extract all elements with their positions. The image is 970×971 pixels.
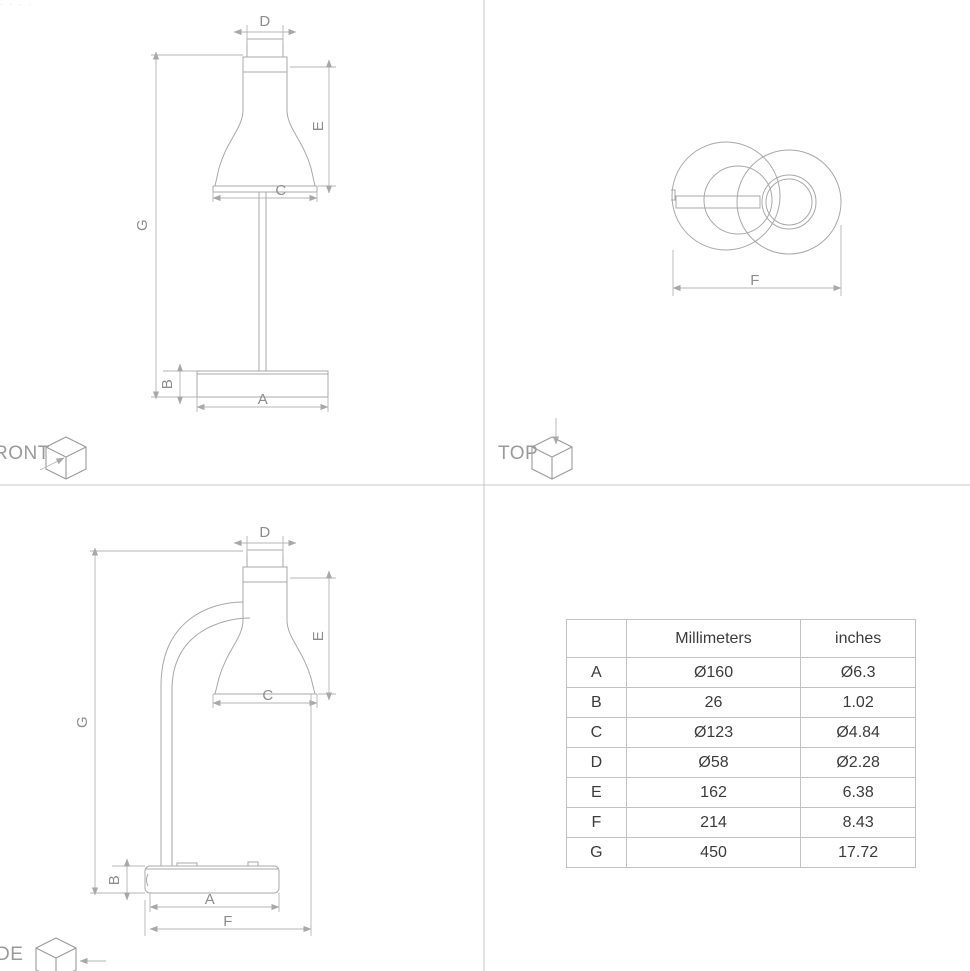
- table-cell-key: G: [566, 837, 627, 868]
- table-header-row: Millimeters inches: [566, 619, 916, 658]
- view-label-top: TOP: [498, 443, 539, 464]
- table-cell-in: 6.38: [800, 777, 916, 808]
- table-header-key: [566, 619, 627, 658]
- top-view-cube-icon: [531, 418, 573, 480]
- dim-label-A-side: A: [205, 891, 215, 908]
- table-row: F 214 8.43: [566, 807, 916, 838]
- dim-label-B-side: B: [106, 875, 123, 885]
- table-cell-in: Ø4.84: [800, 717, 916, 748]
- table-cell-key: D: [566, 747, 627, 778]
- dim-label-F-top: F: [750, 272, 760, 289]
- table-cell-mm: 162: [625, 777, 802, 808]
- top-view-dimensions: F: [672, 225, 842, 296]
- table-cell-in: 17.72: [800, 837, 916, 868]
- table-row: D Ø58 Ø2.28: [566, 747, 916, 778]
- front-view-dimensions: D E C G B A: [134, 13, 336, 412]
- side-view-cube-icon: [35, 937, 106, 971]
- table-cell-mm: 450: [625, 837, 802, 868]
- table-cell-key: A: [566, 657, 627, 688]
- dim-label-D-side: D: [259, 524, 270, 541]
- top-edge-text-fragment: · · · ·: [0, 0, 34, 9]
- table-cell-in: Ø2.28: [800, 747, 916, 778]
- side-view-dimensions: D E C G B A: [74, 524, 336, 936]
- dim-label-G-side: G: [74, 716, 91, 728]
- table-cell-key: E: [566, 777, 627, 808]
- front-view-geometry: [196, 38, 329, 398]
- table-cell-key: F: [566, 807, 627, 838]
- dim-label-C-side: C: [262, 687, 273, 704]
- table-row: B 26 1.02: [566, 687, 916, 718]
- table-cell-mm: Ø123: [625, 717, 802, 748]
- table-body: A Ø160 Ø6.3 B 26 1.02 C Ø123 Ø4.84 D Ø58…: [566, 657, 916, 868]
- table-row: C Ø123 Ø4.84: [566, 717, 916, 748]
- view-label-side: DE: [0, 944, 24, 965]
- dim-label-D-front: D: [259, 13, 270, 30]
- table-cell-mm: 214: [625, 807, 802, 838]
- dim-label-B-front: B: [159, 379, 176, 389]
- table-cell-mm: Ø160: [625, 657, 802, 688]
- table-row: E 162 6.38: [566, 777, 916, 808]
- top-view-geometry: [671, 141, 842, 255]
- table-header-inches: inches: [800, 619, 916, 658]
- dim-label-F-side: F: [223, 913, 233, 930]
- table-cell-in: 1.02: [800, 687, 916, 718]
- side-view-geometry: [144, 549, 317, 894]
- table-cell-mm: Ø58: [625, 747, 802, 778]
- dim-label-E-front: E: [310, 121, 327, 131]
- dim-label-G-front: G: [134, 219, 151, 231]
- table-cell-in: 8.43: [800, 807, 916, 838]
- table-cell-key: C: [566, 717, 627, 748]
- dim-label-C-front: C: [275, 182, 286, 199]
- table-cell-key: B: [566, 687, 627, 718]
- dimensions-table: Millimeters inches A Ø160 Ø6.3 B 26 1.02…: [566, 619, 916, 868]
- table-row: G 450 17.72: [566, 837, 916, 868]
- dim-label-A-front: A: [258, 391, 268, 408]
- table-cell-mm: 26: [625, 687, 802, 718]
- dim-label-E-side: E: [310, 631, 327, 641]
- table-cell-in: Ø6.3: [800, 657, 916, 688]
- table-row: A Ø160 Ø6.3: [566, 657, 916, 688]
- table-header-millimeters: Millimeters: [625, 619, 802, 658]
- front-view-cube-icon: [39, 436, 87, 480]
- view-label-front: RONT: [0, 443, 50, 464]
